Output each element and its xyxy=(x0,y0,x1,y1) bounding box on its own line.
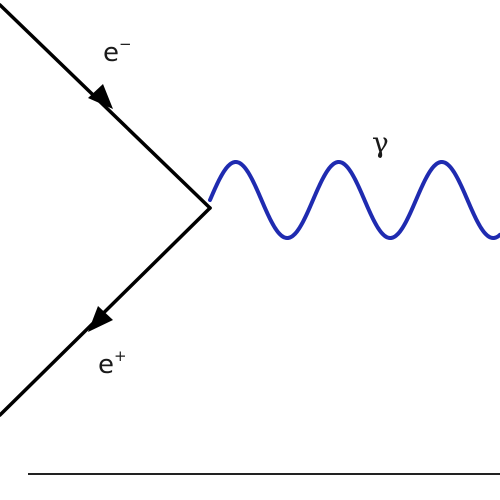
photon-line xyxy=(208,159,500,241)
positron-label: e+ xyxy=(98,347,127,381)
electron-line xyxy=(0,3,212,210)
positron-arrow xyxy=(88,306,113,332)
electron-symbol: e xyxy=(103,38,119,68)
positron-symbol: e xyxy=(98,350,114,380)
positron-charge: + xyxy=(114,347,127,365)
electron-arrow xyxy=(88,84,113,109)
photon-label: γ xyxy=(372,126,389,159)
electron-charge: − xyxy=(119,35,132,53)
electron-label: e− xyxy=(103,35,132,69)
positron-line xyxy=(0,206,212,417)
